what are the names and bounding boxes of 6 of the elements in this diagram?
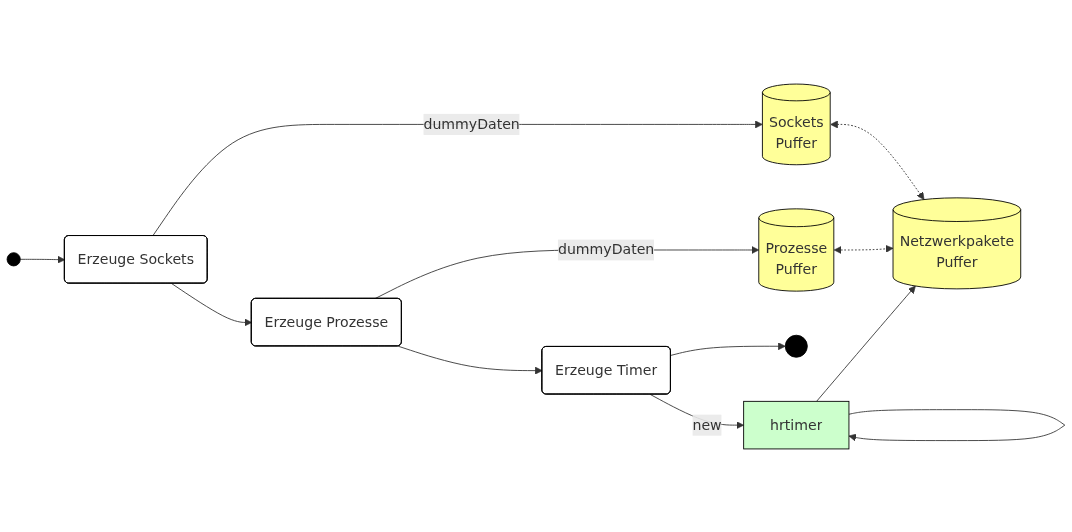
node-circle bbox=[784, 334, 808, 358]
edge-label: dummyDaten bbox=[557, 240, 655, 258]
node-box: hrtimer bbox=[743, 400, 850, 449]
node-circle bbox=[6, 251, 21, 266]
edge-label: dummyDaten bbox=[423, 115, 520, 132]
edge-label: new bbox=[692, 415, 722, 433]
